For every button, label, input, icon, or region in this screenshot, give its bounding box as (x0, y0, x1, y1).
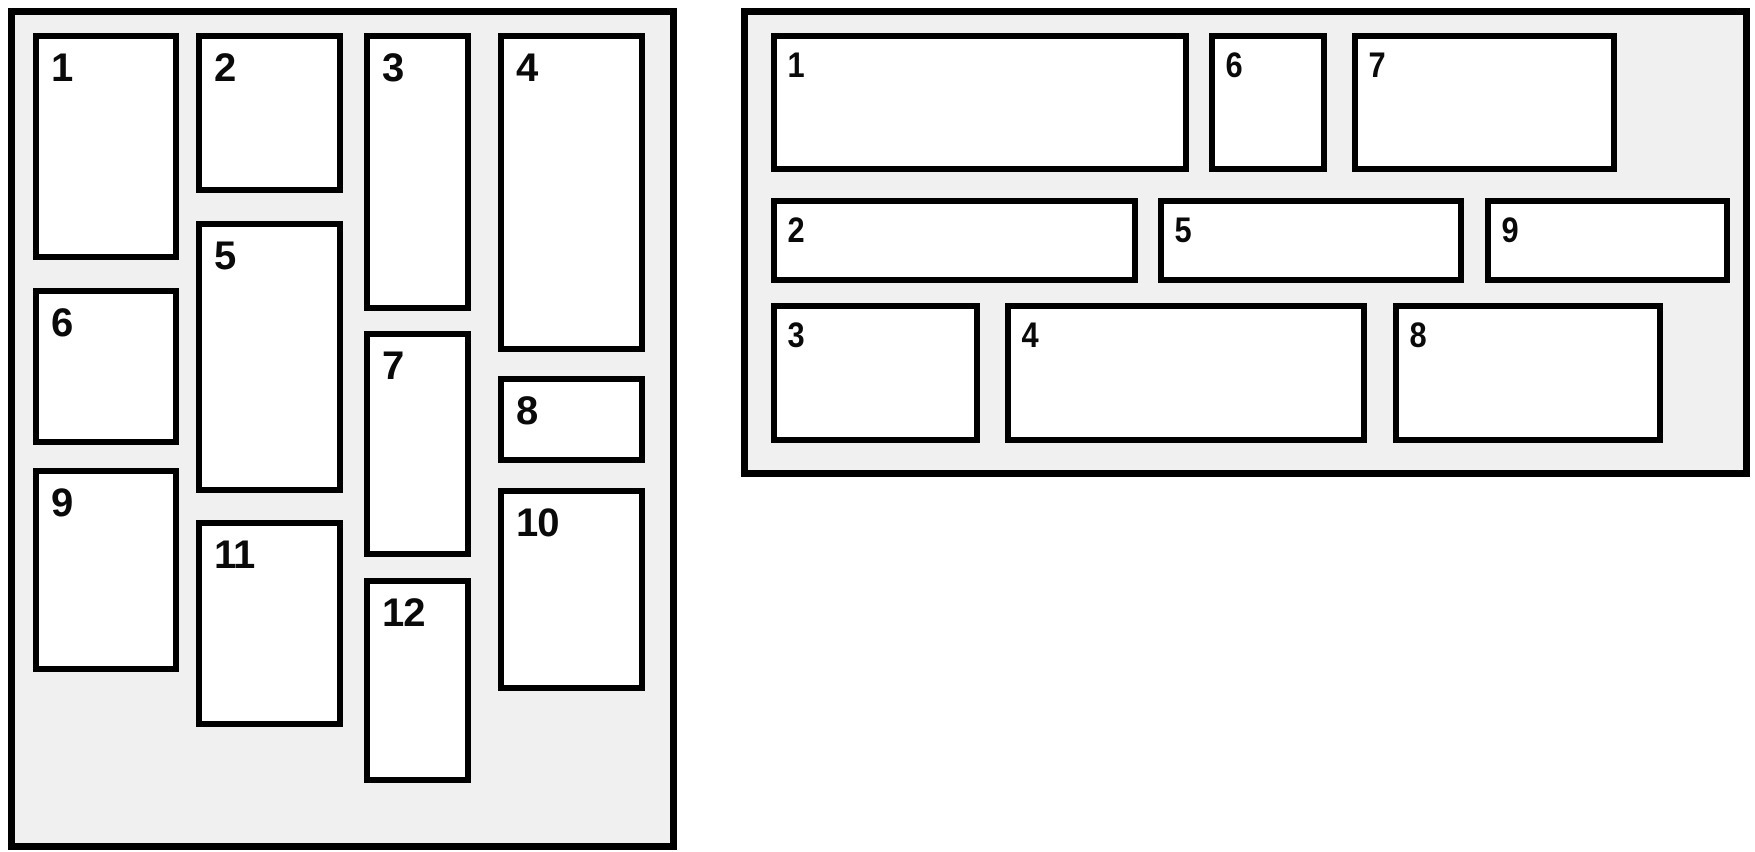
masonry-columns-box-10: 10 (498, 488, 645, 691)
masonry-columns-box-8: 8 (498, 376, 645, 463)
masonry-columns-box-7: 7 (364, 331, 471, 557)
masonry-columns-box-6: 6 (33, 288, 179, 445)
horizontal-rows-box-6: 6 (1209, 33, 1327, 172)
box-number: 6 (1225, 46, 1243, 85)
masonry-columns-box-1: 1 (33, 33, 179, 260)
box-number: 5 (214, 234, 236, 278)
box-number: 7 (1368, 46, 1386, 85)
masonry-columns-box-9: 9 (33, 468, 179, 672)
masonry-columns-box-2: 2 (196, 33, 343, 193)
box-number: 7 (382, 344, 404, 388)
box-number: 1 (51, 46, 73, 90)
box-number: 11 (214, 533, 255, 577)
box-number: 3 (382, 46, 404, 90)
box-number: 9 (1501, 211, 1519, 250)
box-number: 8 (516, 389, 538, 433)
horizontal-rows-box-9: 9 (1485, 198, 1730, 283)
horizontal-rows-box-7: 7 (1352, 33, 1617, 172)
box-number: 8 (1409, 316, 1427, 355)
horizontal-rows-box-8: 8 (1393, 303, 1663, 443)
box-number: 4 (516, 46, 538, 90)
horizontal-rows-box-2: 2 (771, 198, 1138, 283)
horizontal-rows-box-1: 1 (771, 33, 1189, 172)
box-number: 6 (51, 301, 73, 345)
box-number: 12 (382, 591, 426, 635)
horizontal-rows-panel: 1 2 3 4 5 6 7 8 9 (741, 8, 1750, 477)
box-number: 9 (51, 481, 73, 525)
box-number: 1 (787, 46, 805, 85)
box-number: 2 (214, 46, 236, 90)
horizontal-rows-box-4: 4 (1005, 303, 1367, 443)
box-number: 2 (787, 211, 805, 250)
box-number: 4 (1021, 316, 1039, 355)
masonry-columns-box-5: 5 (196, 221, 343, 493)
masonry-columns-box-3: 3 (364, 33, 471, 311)
horizontal-rows-box-5: 5 (1158, 198, 1464, 283)
masonry-columns-box-4: 4 (498, 33, 645, 352)
masonry-columns-box-12: 12 (364, 578, 471, 783)
box-number: 5 (1174, 211, 1192, 250)
box-number: 10 (516, 501, 560, 545)
box-number: 3 (787, 316, 805, 355)
masonry-columns-box-11: 11 (196, 520, 343, 727)
horizontal-rows-box-3: 3 (771, 303, 980, 443)
